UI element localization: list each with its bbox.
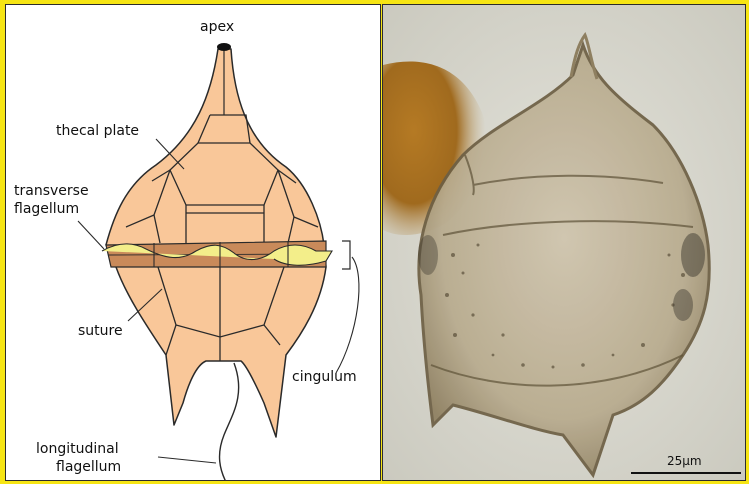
label-suture: suture bbox=[78, 323, 123, 339]
cingulum-leader bbox=[336, 257, 359, 373]
apex-tip bbox=[217, 43, 231, 51]
label-longitudinal-flagellum-2: flagellum bbox=[56, 459, 121, 475]
diagram-panel: apex thecal plate transverse flagellum s… bbox=[5, 4, 381, 481]
micrograph-panel: 25μm bbox=[382, 4, 746, 481]
label-longitudinal-flagellum-1: longitudinal bbox=[36, 441, 119, 457]
dinoflagellate-diagram: apex thecal plate transverse flagellum s… bbox=[6, 5, 381, 481]
label-cingulum: cingulum bbox=[292, 369, 357, 385]
micrograph-side-lobe-right-2 bbox=[673, 289, 693, 321]
label-transverse-flagellum-1: transverse bbox=[14, 183, 89, 199]
label-transverse-flagellum-2: flagellum bbox=[14, 201, 79, 217]
cingulum-bracket bbox=[342, 241, 350, 269]
label-thecal-plate: thecal plate bbox=[56, 123, 139, 139]
longitudinal-flagellum bbox=[220, 363, 239, 481]
micrograph-image: 25μm bbox=[383, 5, 746, 481]
scale-bar-label: 25μm bbox=[667, 454, 702, 468]
label-apex: apex bbox=[200, 19, 234, 35]
micrograph-side-lobe-right bbox=[681, 233, 705, 277]
micrograph-side-lobe-left bbox=[418, 235, 438, 275]
